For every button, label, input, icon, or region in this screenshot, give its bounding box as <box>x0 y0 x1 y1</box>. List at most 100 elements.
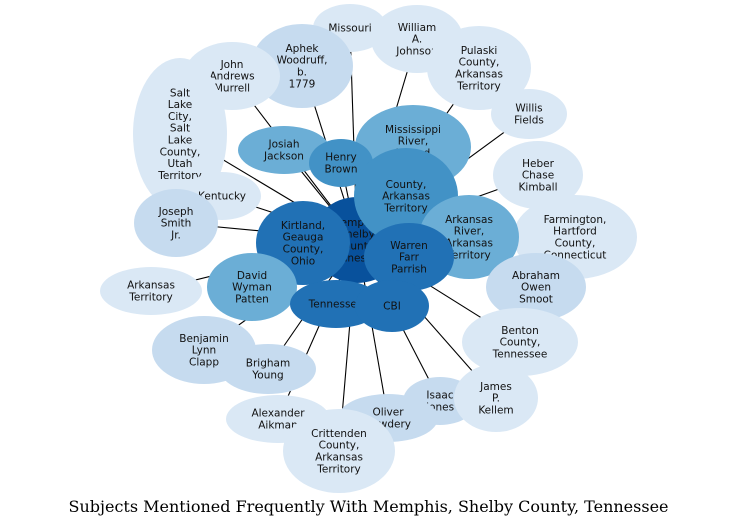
node-arkansas-river-label-line: Territory <box>446 249 491 261</box>
node-aphek-woodruff-label-line: b. <box>297 67 307 79</box>
node-james-kellem-label-line: Kellem <box>478 404 513 416</box>
node-benton-county-bubble <box>462 308 578 376</box>
node-warren-parrish-bubble <box>364 223 454 291</box>
node-kirtland-label-line: Ohio <box>291 255 315 267</box>
node-pulaski-county-label-line: Pulaski <box>461 45 498 57</box>
node-willis-fields-label-line: Fields <box>514 115 544 127</box>
node-benton-county-label-line: Benton <box>501 325 539 337</box>
node-crittenden-county-label-line: Crittenden <box>311 428 367 440</box>
node-benton-county-label-line: County, <box>500 337 541 349</box>
node-joseph-smith-label-line: Joseph <box>158 206 194 218</box>
node-alexander-aikman-label-line: Alexander <box>251 408 305 420</box>
node-pulaski-county-label-line: Territory <box>456 80 501 92</box>
node-salt-lake-city-label-line: Salt <box>170 123 190 135</box>
node-mississippi-river-label-line: River, <box>398 136 429 148</box>
node-salt-lake-city-label-line: Lake <box>168 135 192 147</box>
node-david-patten-bubble <box>207 253 297 321</box>
node-cbi: CBI <box>355 280 429 332</box>
node-heber-kimball-label-line: Kimball <box>519 181 558 193</box>
node-henry-brown-label-line: Henry <box>325 152 357 164</box>
node-william-johnson-label-line: A. <box>412 34 422 46</box>
node-william-johnson-label-line: William <box>398 22 436 34</box>
node-john-murrell-label-line: John <box>220 59 244 71</box>
node-heber-kimball-label-line: Heber <box>522 158 554 170</box>
node-warren-parrish-label-line: Parrish <box>391 263 427 275</box>
node-benjamin-clapp-label-line: Benjamin <box>179 333 228 345</box>
node-county-arkansas-territory-label-line: Territory <box>383 202 428 214</box>
node-heber-kimball-bubble <box>493 141 583 209</box>
node-james-kellem-label-line: P. <box>492 393 500 405</box>
node-abraham-smoot-label-line: Owen <box>521 282 551 294</box>
node-henry-brown-bubble <box>309 139 373 187</box>
node-arkansas-river-label-line: Arkansas <box>445 238 493 250</box>
node-joseph-smith-label-line: Jr. <box>170 229 181 241</box>
node-josiah-jackson-label-line: Jackson <box>263 151 304 163</box>
node-kirtland-label-line: County, <box>283 244 324 256</box>
node-heber-kimball-label-line: Chase <box>522 170 554 182</box>
node-pulaski-county-label-line: Arkansas <box>455 69 503 81</box>
node-brigham-young-label-line: Young <box>251 370 283 382</box>
node-missouri-label-line: Missouri <box>328 23 371 35</box>
node-joseph-smith-bubble <box>134 189 218 257</box>
node-william-johnson-label-line: Johnson <box>395 45 437 57</box>
node-joseph-smith-label-line: Smith <box>161 218 192 230</box>
node-aphek-woodruff-label-line: Woodruff, <box>277 55 328 67</box>
node-arkansas-territory-bubble <box>100 267 202 315</box>
node-salt-lake-city-label-line: County, <box>160 146 201 158</box>
node-alexander-aikman-label-line: Aikman <box>258 420 298 432</box>
node-cbi-bubble <box>355 280 429 332</box>
node-salt-lake-city-label-line: Territory <box>157 170 202 182</box>
node-henry-brown-label-line: Brown <box>325 164 358 176</box>
node-salt-lake-city-label-line: Salt <box>170 87 190 99</box>
node-salt-lake-city-label-line: Utah <box>168 158 193 170</box>
node-salt-lake-city-label-line: Lake <box>168 99 192 111</box>
node-county-arkansas-territory-label-line: Arkansas <box>382 191 430 203</box>
node-mississippi-river-label-line: Mississippi <box>385 124 441 136</box>
node-kentucky-label-line: Kentucky <box>198 191 246 203</box>
node-isaac-jones-label-line: Isaac <box>426 390 453 402</box>
node-crittenden-county-label-line: Arkansas <box>315 452 363 464</box>
node-arkansas-river-label-line: River, <box>454 226 485 238</box>
node-brigham-young-bubble <box>220 344 316 394</box>
node-john-murrell-label-line: Murrell <box>214 82 250 94</box>
node-arkansas-river-label-line: Arkansas <box>445 214 493 226</box>
node-farmington-label-line: County, <box>555 238 596 250</box>
node-abraham-smoot-label-line: Abraham <box>512 270 560 282</box>
node-david-patten-label-line: Patten <box>235 293 269 305</box>
node-james-kellem-label-line: James <box>479 381 512 393</box>
node-oliver-cowdery-label-line: Oliver <box>372 407 404 419</box>
node-arkansas-territory-label-line: Arkansas <box>127 280 175 292</box>
node-tennessee-label-line: Tennessee <box>308 299 364 311</box>
node-crittenden-county-label-line: Territory <box>316 463 361 475</box>
node-james-kellem-bubble <box>454 364 538 432</box>
node-arkansas-territory-label-line: Territory <box>128 292 173 304</box>
node-david-patten-label-line: David <box>237 270 267 282</box>
node-david-patten-label-line: Wyman <box>232 282 272 294</box>
node-kirtland-label-line: Geauga <box>283 232 324 244</box>
node-cbi-label-line: CBI <box>383 301 401 313</box>
node-willis-fields-label-line: Willis <box>515 103 542 115</box>
node-willis-fields-bubble <box>491 89 567 139</box>
node-kirtland-label-line: Kirtland, <box>281 220 325 232</box>
node-salt-lake-city-bubble <box>133 58 227 210</box>
node-aphek-woodruff-label-line: Aphek <box>285 43 319 55</box>
node-county-arkansas-territory-label-line: County, <box>386 179 427 191</box>
node-benjamin-clapp-label-line: Clapp <box>189 356 219 368</box>
node-josiah-jackson-bubble <box>238 126 330 174</box>
node-abraham-smoot-bubble <box>486 253 586 321</box>
